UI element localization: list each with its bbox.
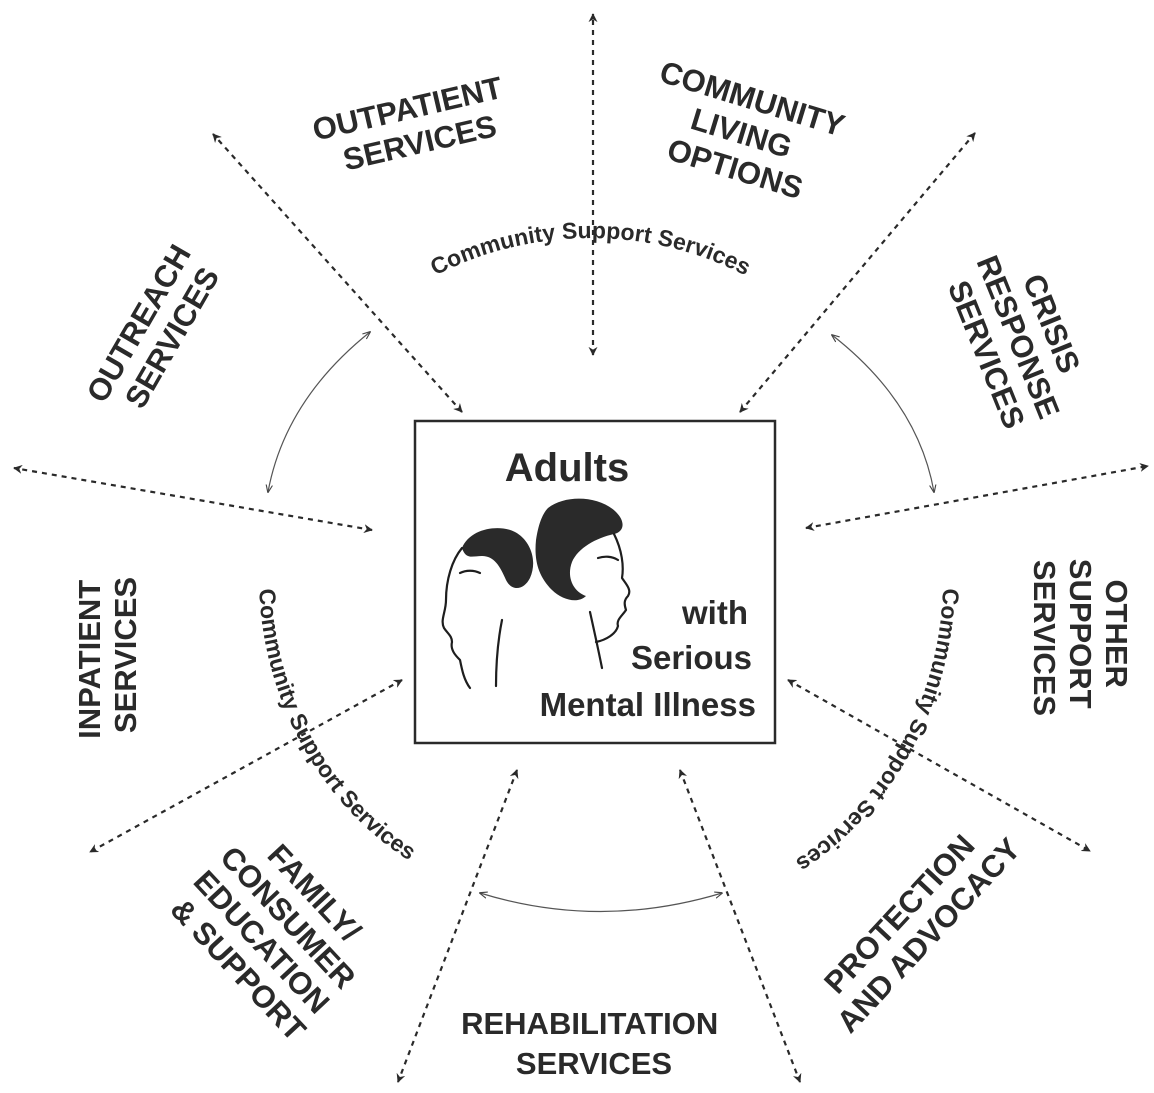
center-line-with: with bbox=[681, 594, 748, 631]
ring-label-top: Community Support Services bbox=[426, 217, 755, 280]
label-other-support-services: OTHER SUPPORT SERVICES bbox=[1027, 559, 1134, 717]
arrow-left bbox=[13, 464, 373, 534]
arrow-upper-left bbox=[212, 133, 463, 413]
center-line-serious: Serious bbox=[631, 639, 752, 676]
arrow-upper-right bbox=[739, 132, 976, 413]
faces-illustration bbox=[441, 498, 631, 690]
ring-label-left: Community Support Services bbox=[254, 588, 421, 865]
female-profile-icon bbox=[535, 498, 631, 670]
ring-arcs bbox=[268, 332, 934, 913]
arc-upper-left bbox=[268, 332, 370, 492]
male-profile-icon bbox=[441, 528, 534, 690]
connector-arrows bbox=[13, 13, 1149, 1083]
label-family-consumer-education-support: FAMILY/ CONSUMER EDUCATION & SUPPORT bbox=[160, 814, 395, 1051]
arrow-right bbox=[805, 463, 1149, 531]
arc-bottom bbox=[480, 893, 722, 913]
center-line-mental-illness: Mental Illness bbox=[540, 686, 756, 723]
label-inpatient-services: INPATIENT SERVICES bbox=[72, 571, 143, 739]
label-crisis-response-services: CRISIS RESPONSE SERVICES bbox=[936, 237, 1103, 445]
arc-upper-right bbox=[832, 335, 934, 492]
center-box: Adults with Serious Mental Illness bbox=[413, 419, 777, 745]
label-outpatient-services: OUTPATIENT SERVICES bbox=[309, 68, 522, 183]
label-community-living-options: COMMUNITY LIVING OPTIONS bbox=[635, 54, 857, 215]
center-title: Adults bbox=[505, 446, 629, 490]
label-outreach-services: OUTREACH SERVICES bbox=[80, 231, 234, 426]
ring-label-right: Community Support Services bbox=[792, 588, 964, 878]
arrow-lower-right bbox=[787, 679, 1091, 852]
label-rehabilitation-services: REHABILITATION SERVICES bbox=[461, 1006, 727, 1081]
